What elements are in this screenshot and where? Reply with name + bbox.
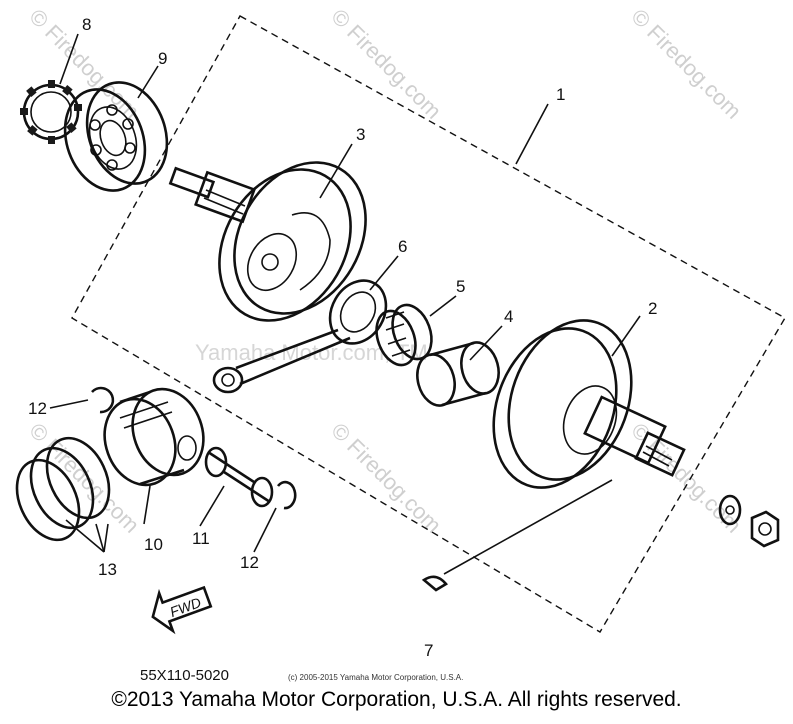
callout-8: 8 (82, 15, 91, 34)
small-copyright: (c) 2005-2015 Yamaha Motor Corporation, … (288, 673, 463, 682)
callout-12-upper: 12 (28, 399, 47, 418)
part-7-key (421, 575, 448, 592)
washer-and-nut (718, 494, 780, 548)
part-4-crank-pin (416, 341, 500, 407)
part-11-piston-pin (204, 446, 274, 508)
callout-5: 5 (456, 277, 465, 296)
watermark-firedog: © Firedog.com (326, 418, 446, 538)
leader-lines (49, 33, 641, 575)
watermark-firedog: © Firedog.com (626, 4, 746, 124)
diagram-code: 55X110-5020 (140, 667, 229, 684)
part-2-crankshaft-right (492, 319, 686, 489)
part-13-piston-rings (15, 436, 111, 542)
callout-13: 13 (98, 560, 117, 579)
footer-copyright: ©2013 Yamaha Motor Corporation, U.S.A. A… (111, 688, 682, 711)
callout-1: 1 (556, 85, 565, 104)
part-9-bearing (63, 81, 169, 192)
callout-6: 6 (398, 237, 407, 256)
fwd-arrow: FWD (151, 585, 213, 635)
callout-2: 2 (648, 299, 657, 318)
watermark-firedog: © Firedog.com (626, 418, 746, 538)
callout-10: 10 (144, 535, 163, 554)
part-12-circlip-upper (91, 386, 115, 414)
callout-11: 11 (192, 529, 210, 548)
callout-3: 3 (356, 125, 365, 144)
callout-9: 9 (158, 49, 167, 68)
callout-7: 7 (424, 641, 433, 660)
part-3-crankshaft-left (168, 161, 367, 322)
watermark-firedog: © Firedog.com (326, 4, 446, 124)
part-8-sprocket (20, 80, 82, 144)
callouts: 1 2 3 4 5 6 7 8 9 10 11 12 12 13 (28, 15, 657, 660)
callout-12-lower: 12 (240, 553, 259, 572)
assembly-outline (71, 15, 786, 633)
callout-4: 4 (504, 307, 513, 326)
part-10-piston (103, 387, 205, 487)
part-12-circlip-lower (276, 480, 297, 510)
